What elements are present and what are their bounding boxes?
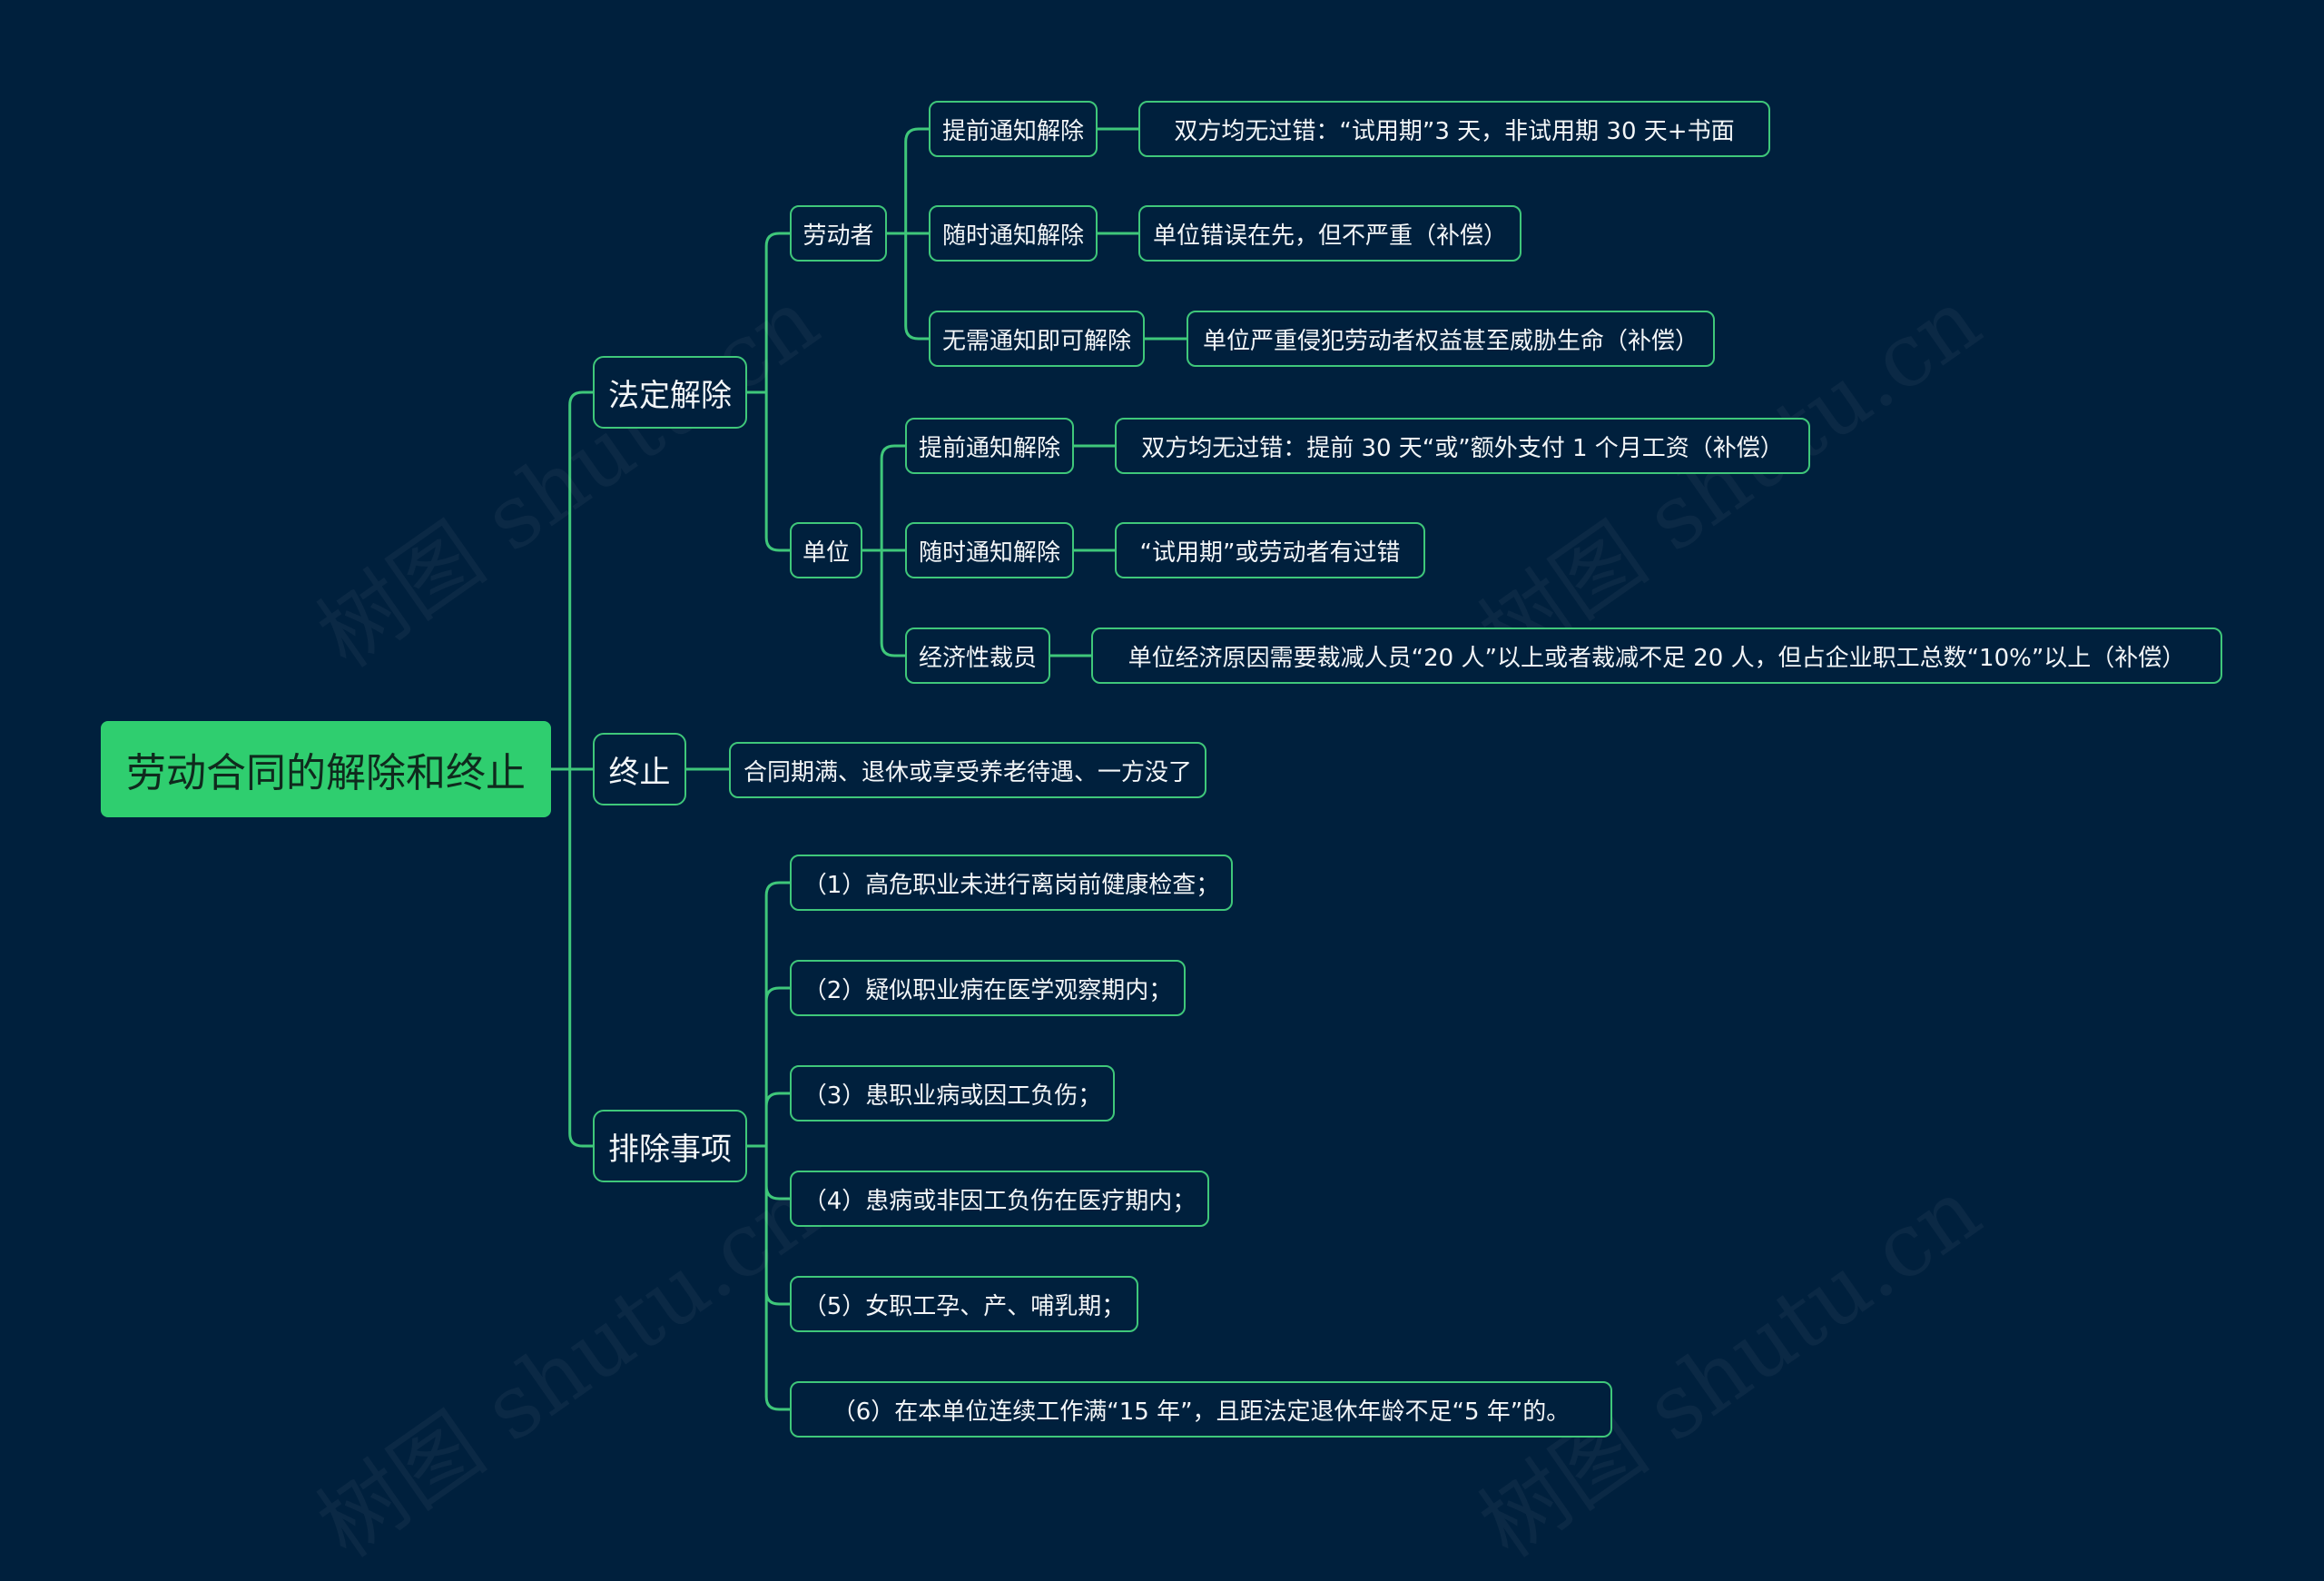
connector-line xyxy=(747,881,790,1411)
branch-exclusions[interactable]: 排除事项 xyxy=(593,1110,747,1182)
node-employer-anytime-notice[interactable]: 随时通知解除 xyxy=(905,522,1074,578)
node-employer-advance-notice[interactable]: 提前通知解除 xyxy=(905,418,1074,474)
detail-employer-economic-layoff[interactable]: 单位经济原因需要裁减人员“20 人”以上或者裁减不足 20 人，但占企业职工总数… xyxy=(1091,627,2222,684)
exclusion-item[interactable]: （1）高危职业未进行离岗前健康检查； xyxy=(790,855,1233,911)
connector-line xyxy=(887,127,929,341)
exclusion-item[interactable]: （2）疑似职业病在医学观察期内； xyxy=(790,960,1186,1016)
detail-worker-anytime-notice[interactable]: 单位错误在先，但不严重（补偿） xyxy=(1138,205,1521,262)
node-employer-economic-layoff[interactable]: 经济性裁员 xyxy=(905,627,1050,684)
connector-line xyxy=(551,390,593,1148)
branch-termination[interactable]: 终止 xyxy=(593,733,686,805)
connector-line xyxy=(747,232,790,552)
detail-worker-no-notice[interactable]: 单位严重侵犯劳动者权益甚至威胁生命（补偿） xyxy=(1187,311,1715,367)
node-worker-advance-notice[interactable]: 提前通知解除 xyxy=(929,101,1098,157)
exclusion-item[interactable]: （5）女职工孕、产、哺乳期； xyxy=(790,1276,1138,1332)
detail-worker-advance-notice[interactable]: 双方均无过错：“试用期”3 天，非试用期 30 天+书面 xyxy=(1138,101,1770,157)
connector-lines xyxy=(551,127,1187,1411)
branch-statutory-rescission[interactable]: 法定解除 xyxy=(593,356,747,429)
node-worker-anytime-notice[interactable]: 随时通知解除 xyxy=(929,205,1098,262)
node-worker[interactable]: 劳动者 xyxy=(790,205,887,262)
exclusion-item[interactable]: （6）在本单位连续工作满“15 年”，且距法定退休年龄不足“5 年”的。 xyxy=(790,1381,1612,1438)
exclusion-item[interactable]: （3）患职业病或因工负伤； xyxy=(790,1065,1115,1122)
detail-termination[interactable]: 合同期满、退休或享受养老待遇、一方没了 xyxy=(729,742,1206,798)
detail-employer-anytime-notice[interactable]: “试用期”或劳动者有过错 xyxy=(1115,522,1425,578)
exclusion-item[interactable]: （4）患病或非因工负伤在医疗期内； xyxy=(790,1171,1209,1227)
connector-line xyxy=(862,444,905,657)
node-employer[interactable]: 单位 xyxy=(790,522,862,578)
node-worker-no-notice[interactable]: 无需通知即可解除 xyxy=(929,311,1145,367)
root-node[interactable]: 劳动合同的解除和终止 xyxy=(101,721,551,817)
detail-employer-advance-notice[interactable]: 双方均无过错：提前 30 天“或”额外支付 1 个月工资（补偿） xyxy=(1115,418,1810,474)
